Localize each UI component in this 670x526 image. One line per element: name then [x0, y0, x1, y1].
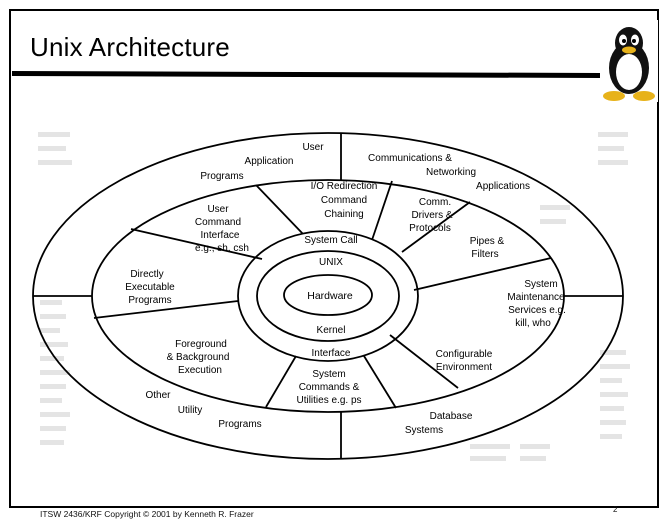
sector-comm-drivers-line-1: Comm. [419, 197, 451, 208]
sector-system-commands-line-2: Commands & [299, 382, 360, 393]
copyright-footer: ITSW 2436/KRF Copyright © 2001 by Kennet… [40, 509, 254, 519]
inner-ring-bottom-label: Kernel [317, 325, 346, 336]
slide-title: Unix Architecture [30, 32, 230, 62]
outer-database-line-1: Database [430, 411, 473, 422]
sector-pipes-filters-line-2: Filters [471, 249, 498, 260]
inner-ring-top-label: UNIX [319, 257, 343, 268]
sector-directly-executable-line-3: Programs [128, 295, 171, 306]
sector-user-command-line-2: Command [195, 217, 241, 228]
outer-database-line-2: Systems [405, 425, 443, 436]
system-call-ring [237, 230, 419, 362]
sector-pipes-filters-line-1: Pipes & [470, 236, 505, 247]
sector-configurable-env-line-1: Configurable [436, 349, 493, 360]
background-ghost-text [38, 132, 630, 461]
sector-divider-7 [265, 355, 297, 408]
core-label: Hardware [307, 290, 353, 302]
outer-other-utility-line-3: Programs [218, 419, 261, 430]
outer-other-utility-line-1: Other [145, 390, 171, 401]
sector-system-commands-line-1: System [312, 369, 345, 380]
sector-divider-4 [413, 257, 552, 291]
sector-system-maintenance-line-4: kill, who [515, 318, 551, 329]
middle-ring-bottom-label: Interface [312, 348, 351, 359]
sector-directly-executable-line-2: Executable [125, 282, 175, 293]
title-underline [12, 71, 600, 78]
sector-user-command-line-4: e.g., sh, csh [195, 243, 249, 254]
outer-user-app-line-2: Application [245, 156, 294, 167]
sector-divider-1 [255, 184, 304, 235]
sector-configurable-env-line-2: Environment [436, 362, 492, 373]
sector-system-commands-line-3: Utilities e.g. ps [296, 395, 361, 406]
sector-comm-drivers-line-3: Protocols [409, 223, 451, 234]
tux-penguin-icon [601, 20, 658, 102]
sector-divider-5 [389, 334, 459, 389]
sector-divider-3 [401, 201, 471, 253]
sector-directly-executable-line-1: Directly [130, 269, 163, 280]
kernel-ring [256, 250, 400, 342]
sector-system-maintenance-line-3: Services e.g. [508, 305, 566, 316]
sector-system-maintenance-line-2: Maintenance [507, 292, 565, 303]
sector-io-redirection-line-1: I/O Redirection [311, 181, 378, 192]
sector-foreground-background-line-3: Execution [178, 365, 222, 376]
outer-comm-net-line-2: Networking [426, 167, 476, 178]
outer-other-utility-line-2: Utility [178, 405, 202, 416]
page-number: 2 [613, 505, 618, 514]
sector-system-maintenance-line-1: System [524, 279, 557, 290]
sector-comm-drivers-line-2: Drivers & [411, 210, 452, 221]
sector-divider-6 [363, 355, 397, 409]
sector-divider-2 [371, 180, 393, 241]
sector-foreground-background-line-1: Foreground [175, 339, 227, 350]
sector-divider-8 [93, 300, 239, 319]
hardware-core [283, 274, 373, 316]
sector-divider-9 [130, 228, 263, 260]
sector-user-command-line-3: Interface [201, 230, 240, 241]
sector-user-command-line-1: User [207, 204, 229, 215]
middle-ring-top-label: System Call [304, 235, 357, 246]
sector-io-redirection-line-2: Command [321, 195, 367, 206]
outer-comm-net-line-3: Applications [476, 181, 530, 192]
sector-io-redirection-line-3: Chaining [324, 209, 363, 220]
outer-user-app-line-1: User [302, 142, 324, 153]
outer-comm-net-line-1: Communications & [368, 153, 452, 164]
sector-foreground-background-line-2: & Background [167, 352, 230, 363]
outer-user-app-line-3: Programs [200, 171, 243, 182]
